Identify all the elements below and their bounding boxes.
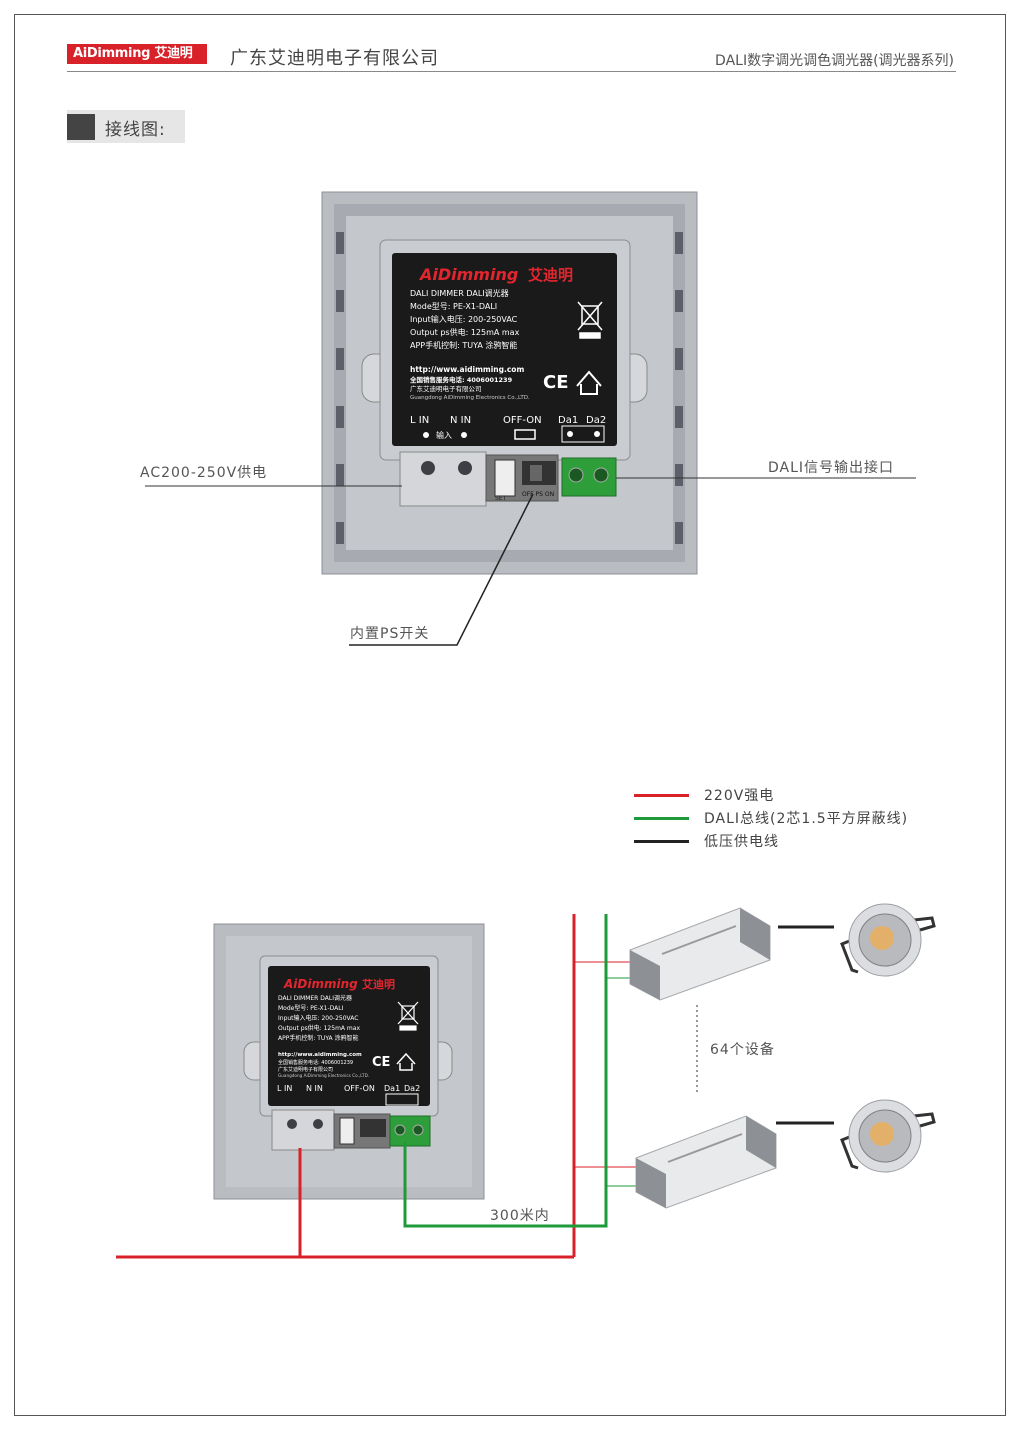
label-line2: Mode型号: PE-X1-DALI [410,302,497,311]
label-hotline: 全国销售服务电话: 4006001239 [409,375,513,384]
label-300m: 300米内 [490,1208,550,1224]
label-line4: Output ps供电: 125mA max [410,327,520,337]
da2-screw [593,467,609,483]
small-ce-mark-icon: CE [372,1055,390,1070]
small-term-lin: L IN [277,1084,292,1093]
bottom-wiring-diagram: AiDimming 艾迪明 DALI DIMMER DALI调光器 Mode型号… [116,903,936,1259]
small-label-line4: Output ps供电: 125mA max [278,1024,360,1032]
label-ac-power: AC200-250V供电 [140,465,268,481]
set-button[interactable] [494,459,516,497]
label-url: http://www.aidimming.com [410,365,524,374]
small-da2-screw [412,1124,424,1136]
led-driver-1 [629,907,771,1001]
header-divider [67,71,956,72]
small-label-brand-cn: 艾迪明 [362,977,395,991]
small-label-company-cn: 广东艾迪明电子有限公司 [278,1066,333,1073]
small-label-line5: APP手机控制: TUYA 涂鸦智能 [278,1034,359,1042]
small-lin-screw [287,1119,297,1129]
legend-swatch-black [634,840,689,843]
wire-dali-bus [403,914,608,1228]
small-label-url: http://www.aidimming.com [278,1052,362,1058]
legend-label: 220V强电 [704,788,775,804]
frame-slots [336,232,683,544]
wire-dali-taps [606,977,640,1187]
switch-icon [514,429,536,440]
panel-small-label [268,966,430,1106]
downlight-2 [840,1099,936,1173]
legend-swatch-green [634,817,689,820]
legend-label: 低压供电线 [704,834,779,850]
power-terminal-block [399,451,487,507]
term-nin-label: N IN [450,415,471,426]
small-nin-screw [313,1119,323,1129]
ps-switch-knob[interactable] [530,465,542,481]
term-da2-label: Da2 [586,415,606,426]
small-da1-screw [394,1124,406,1136]
small-term-da1: Da1 [384,1084,400,1093]
led-driver-2 [635,1115,777,1209]
indoor-house-icon [576,370,602,395]
ce-mark-icon: CE [543,372,569,393]
small-label-line2: Mode型号: PE-X1-DALI [278,1004,344,1012]
small-weee-icon [397,1001,419,1031]
label-line3: Input输入电压: 200-250VAC [410,314,518,324]
da1-screw [568,467,584,483]
label-64-devices: 64个设备 [710,1042,775,1058]
small-house-icon [396,1052,416,1071]
label-ps-switch: 内置PS开关 [350,626,430,642]
small-term-da2: Da2 [404,1084,420,1093]
label-company-en: Guangdong AiDimming Electronics Co.,LTD. [410,395,530,401]
term-input-label: 输入 [436,430,452,440]
ps-switch-label: OFF PS ON [522,491,554,498]
top-wiring-diagram: AiDimming 艾迪明 DALI DIMMER DALI调光器 Mode型号… [145,191,916,646]
lin-screw [421,461,435,475]
legend-swatch-red [634,794,689,797]
small-label-company-en: Guangdong AiDimming Electronics Co.,LTD. [278,1073,369,1078]
small-set-button[interactable] [339,1117,355,1145]
small-dali-box [385,1093,419,1106]
small-ps-switch[interactable] [360,1119,386,1137]
wire-220v [116,914,576,1259]
dali-terminal-box [561,425,605,443]
term-da1-label: Da1 [558,415,578,426]
brand-logo: AiDimming 艾迪明 [67,44,207,64]
small-label-hotline: 全国销售服务电话: 4006001239 [278,1059,353,1066]
section-square-icon [67,114,95,140]
label-line5: APP手机控制: TUYA 涂鸦智能 [410,340,517,350]
section-title: 接线图: [105,120,166,140]
label-line1: DALI DIMMER DALI调光器 [410,288,509,298]
product-series: DALI数字调光调色调光器(调光器系列) [715,53,954,69]
small-term-offon: OFF-ON [344,1084,375,1093]
nin-screw [458,461,472,475]
term-offon-label: OFF-ON [503,415,542,426]
set-label: SET [495,495,507,502]
label-brand-cn: 艾迪明 [528,266,573,284]
terminal-star-icons [423,431,600,438]
pointer-ps [349,493,534,646]
small-label-brand: AiDimming [283,977,358,991]
weee-bin-icon [577,301,603,339]
page-frame [14,14,1006,1416]
label-brand: AiDimming [418,265,518,284]
small-power-terminal [271,1109,335,1151]
label-dali-output: DALI信号输出接口 [768,460,895,476]
legend-label: DALI总线(2芯1.5平方屏蔽线) [704,811,909,827]
term-lin-label: L IN [410,415,429,426]
company-name: 广东艾迪明电子有限公司 [230,48,439,69]
small-label-line1: DALI DIMMER DALI调光器 [278,994,352,1002]
small-label-line3: Input输入电压: 200-250VAC [278,1014,358,1022]
downlight-1 [840,903,936,977]
device-label [392,253,617,446]
label-company-cn: 广东艾迪明电子有限公司 [410,384,482,393]
section-header: 接线图: [67,110,185,143]
small-term-nin: N IN [306,1084,323,1093]
